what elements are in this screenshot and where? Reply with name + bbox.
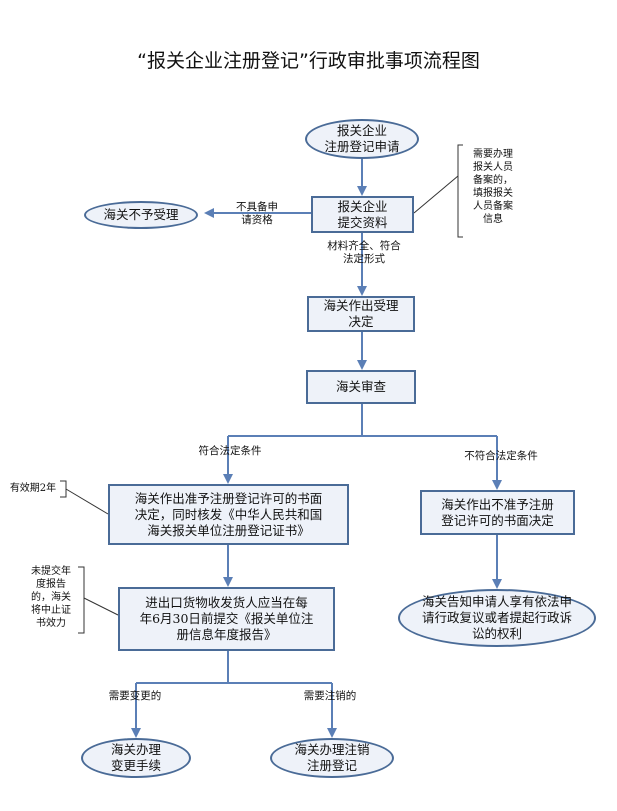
leader-filing [413,175,459,214]
label-need-cancel: 需要注销的 [303,690,357,702]
label-not-meets: 不符合法定条件 [464,450,538,462]
page-title: “报关企业注册登记”行政审批事项流程图 [137,50,480,72]
node-annual: 进出口货物收发货人应当在每 年6月30日前提交《报关单位注 册信息年度报告》 [118,587,335,651]
leader-no-report [83,597,119,616]
note-validity: 有效期2年 [9,483,57,494]
label-not-qualified: 不具备申 请资格 [236,201,278,226]
node-cancel: 海关办理注销 注册登记 [270,738,394,778]
note-filing: 需要办理 报关人员 备案的， 填报报关 人员备案 信息 [473,149,513,225]
node-deny: 海关作出不准予注册 登记许可的书面决定 [420,490,575,535]
bracket-no-report [78,566,85,634]
node-change: 海关办理 变更手续 [81,738,191,778]
label-meets: 符合法定条件 [198,445,262,457]
leader-validity [65,488,109,515]
label-materials-ok: 材料齐全、符合 法定形式 [327,240,401,265]
note-no-report: 未提交年 度报告 的，海关 将中止证 书效力 [31,566,71,629]
node-approve: 海关作出准予注册登记许可的书面 决定，同时核发《中华人民共和国 海关报关单位注册… [108,484,349,545]
bracket-filing [457,144,463,238]
node-review: 海关审查 [306,370,416,404]
label-need-change: 需要变更的 [108,690,162,702]
node-submit: 报关企业 提交资料 [311,196,414,233]
node-accept: 海关作出受理 决定 [307,296,415,332]
node-apply: 报关企业 注册登记申请 [305,119,419,159]
node-reject: 海关不予受理 [84,201,198,229]
node-rights: 海关告知申请人享有依法申 请行政复议或者提起行政诉 讼的权利 [398,589,596,647]
